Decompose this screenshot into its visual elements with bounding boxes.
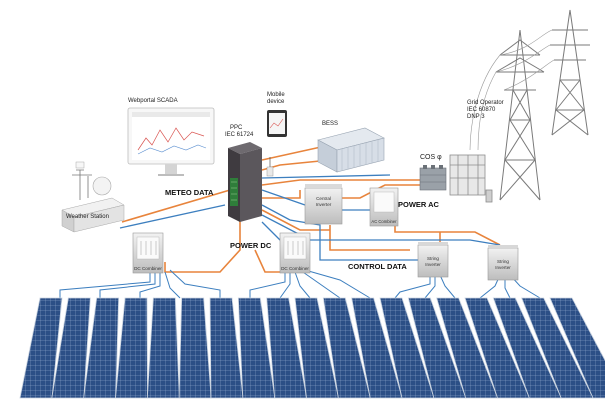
central-inverter-label-line2: Inverter [315,202,332,207]
string-wires [59,269,541,299]
solar-panel-row [146,297,180,399]
central-inverter-label-line1: Central [316,196,331,201]
scada-monitor-icon [127,107,215,176]
tower-right-icon [550,9,590,136]
grid-operator-label-line1: Grid Operator [467,100,504,106]
dc-combiner-1-label: DC Combiner [134,266,162,271]
dc-combiner-2-icon [279,232,311,274]
cos-phi-label: COS φ [420,154,442,161]
solar-panel-row [178,297,212,399]
mobile-tablet-icon [267,110,287,137]
weather-station-icon [61,161,125,233]
solar-panel-field [19,297,605,399]
substation-icon [449,154,493,203]
transformer-icon [419,165,447,191]
grid-operator-label-line3: DNP 3 [467,114,485,120]
ppc-label-line2: IEC 61724 [225,132,254,138]
string-inverter-1-icon [417,242,449,278]
ac-combiner-icon [369,187,399,227]
string-inverter-2-label-line1: String [496,259,509,264]
dc-combiner-1-icon [132,232,164,274]
tower-left-icon [495,29,545,201]
bess-container-icon [317,127,385,173]
solar-panel-row [115,297,148,399]
mobile-device-label-line1: Mobile [267,92,285,98]
weather-station-label: Weather Station [66,214,109,220]
transmission-towers [469,9,590,201]
bess-label: BESS [322,121,339,127]
ppc-label-line1: PPC [230,125,243,131]
string-inverter-2-icon [487,245,519,281]
central-inverter-icon [304,184,343,225]
string-inverter-1-label-line1: String [426,256,439,261]
dc-combiner-2-label: DC Combiner [281,266,309,271]
string-inverter-1-label-line2: Inverter [425,262,441,267]
string-inverter-2-label-line2: Inverter [495,265,511,270]
webportal-scada-label: Webportal SCADA [128,98,178,104]
mobile-device-label-line2: device [267,99,285,105]
ppc-cabinet-icon [228,142,274,222]
meteo-data-label: METEO DATA [165,188,214,197]
ac-combiner-label: AC Combiner [371,219,397,224]
power-dc-label: POWER DC [230,241,272,250]
solar-panel-row [549,297,605,399]
power-ac-label: POWER AC [398,200,439,209]
control-data-label: CONTROL DATA [348,262,407,271]
solar-panel-row [209,297,244,399]
grid-operator-label-line2: IEC 60870 [467,107,496,113]
